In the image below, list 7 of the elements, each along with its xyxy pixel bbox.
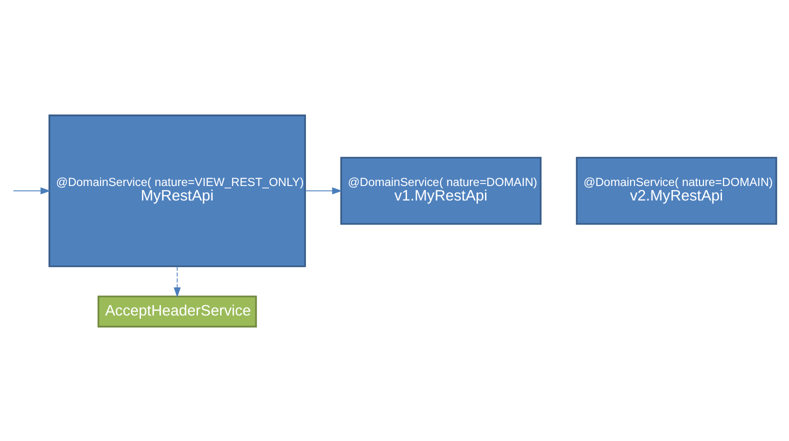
node-box: AcceptHeaderService: [98, 295, 257, 327]
node-box: @DomainService( nature=DOMAIN) v1.MyRestApi: [340, 156, 542, 224]
arrow: [174, 266, 181, 297]
node-box: @DomainService( nature=DOMAIN) v2.MyRestApi: [576, 156, 778, 224]
node-box: @DomainService( nature=VIEW_REST_ONLY) MyRestApi: [48, 114, 306, 267]
arrow: [304, 186, 342, 194]
arrow: [13, 186, 51, 194]
